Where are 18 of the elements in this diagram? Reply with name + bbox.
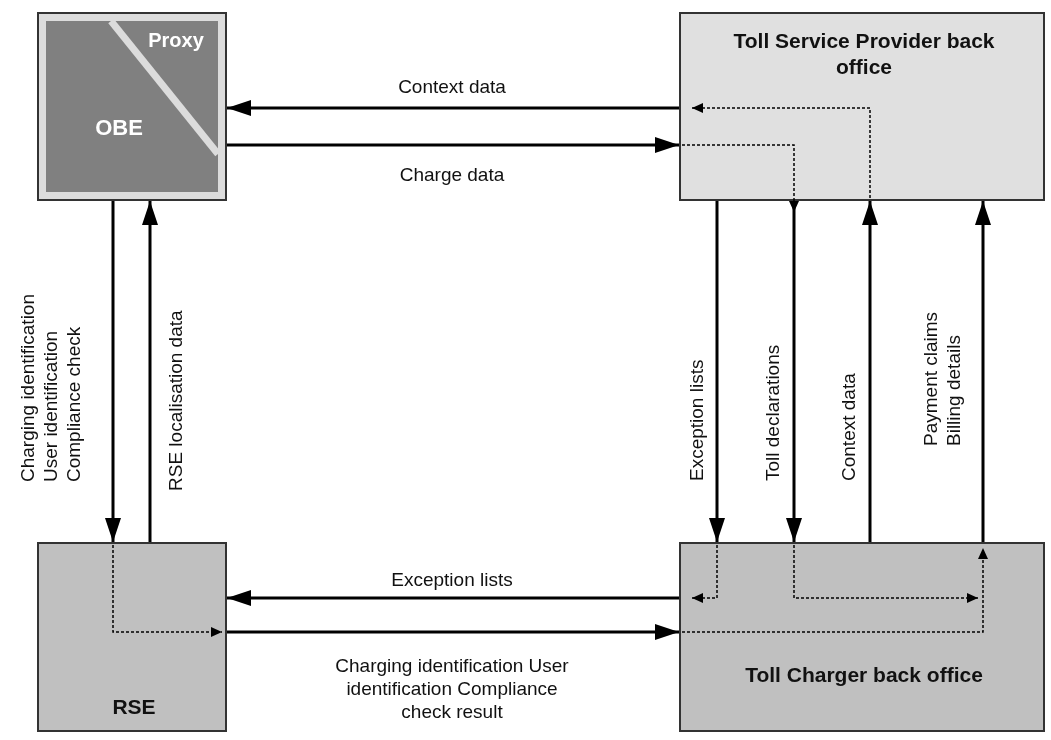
arrow	[227, 624, 679, 640]
arrow	[142, 201, 158, 542]
obe-proxy-box	[37, 12, 227, 201]
node-title: OBE	[94, 114, 144, 142]
arrow	[105, 201, 121, 542]
arrow	[709, 201, 725, 542]
arrow	[975, 201, 991, 542]
component-box	[37, 542, 227, 732]
component-box	[679, 12, 1045, 201]
arrow	[227, 590, 679, 606]
node-title: Toll Charger back office	[744, 662, 984, 688]
node-title: Toll Service Provider back office	[732, 28, 996, 81]
node-title: Proxy	[147, 28, 205, 53]
arrow	[227, 100, 679, 116]
arrow	[862, 201, 878, 542]
arrow	[227, 137, 679, 153]
component-box	[679, 542, 1045, 732]
node-title: RSE	[111, 694, 157, 720]
